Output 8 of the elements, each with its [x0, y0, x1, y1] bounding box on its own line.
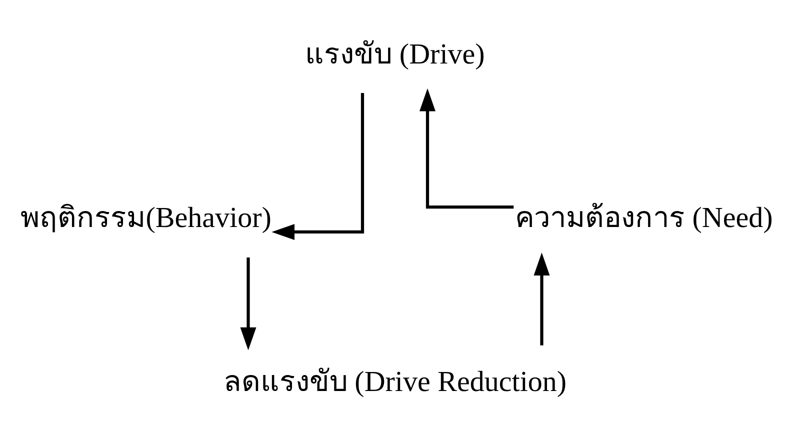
- arrow: [272, 93, 364, 240]
- node-text: ลดแรงขับ (Drive Reduction): [223, 366, 567, 398]
- node-text: แรงขับ (Drive): [305, 38, 485, 70]
- arrow: [240, 258, 256, 350]
- arrow: [534, 252, 550, 346]
- node-text: ความต้องการ (Need): [515, 202, 773, 234]
- arrow: [420, 88, 514, 209]
- node-text: พฤติกรรม(Behavior): [20, 202, 272, 234]
